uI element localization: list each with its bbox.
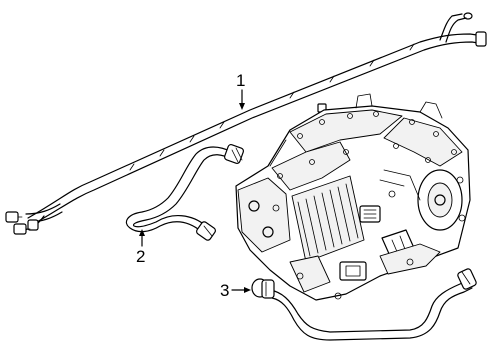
drive-unit-assembly (235, 93, 471, 301)
callout-1: 1 (236, 71, 245, 110)
callout-3: 3 (220, 281, 251, 300)
callout-3-label: 3 (220, 281, 229, 300)
callout-1-label: 1 (236, 71, 245, 90)
coolant-pipe (251, 268, 477, 341)
coolant-hose (125, 143, 245, 241)
wire-harness (5, 12, 487, 235)
housing-bolts (277, 111, 457, 179)
callout-2: 2 (136, 229, 145, 266)
callout-2-label: 2 (136, 247, 145, 266)
inverter-fins (291, 175, 365, 263)
